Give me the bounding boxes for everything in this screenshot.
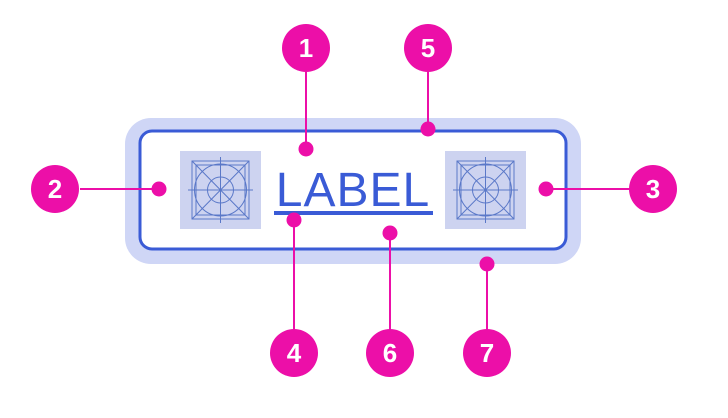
svg-text:7: 7 <box>480 338 494 368</box>
callout-badge-3: 3 <box>629 165 677 213</box>
button-label: LABEL <box>276 164 430 217</box>
callout-badge-4: 4 <box>270 329 318 377</box>
callout-lines <box>80 62 630 334</box>
svg-text:3: 3 <box>646 174 660 204</box>
svg-text:1: 1 <box>299 33 313 63</box>
callout-badge-7: 7 <box>463 329 511 377</box>
svg-text:2: 2 <box>48 174 62 204</box>
leading-placeholder-icon <box>180 151 261 229</box>
callout-badge-2: 2 <box>31 165 79 213</box>
callout-dots <box>151 121 554 272</box>
callout-badge-6: 6 <box>366 329 414 377</box>
svg-text:5: 5 <box>421 33 435 63</box>
svg-text:4: 4 <box>287 338 302 368</box>
trailing-placeholder-icon <box>445 151 526 229</box>
svg-text:6: 6 <box>383 338 397 368</box>
callout-badge-5: 5 <box>404 24 452 72</box>
label-underline <box>274 211 433 215</box>
callout-badge-1: 1 <box>282 24 330 72</box>
